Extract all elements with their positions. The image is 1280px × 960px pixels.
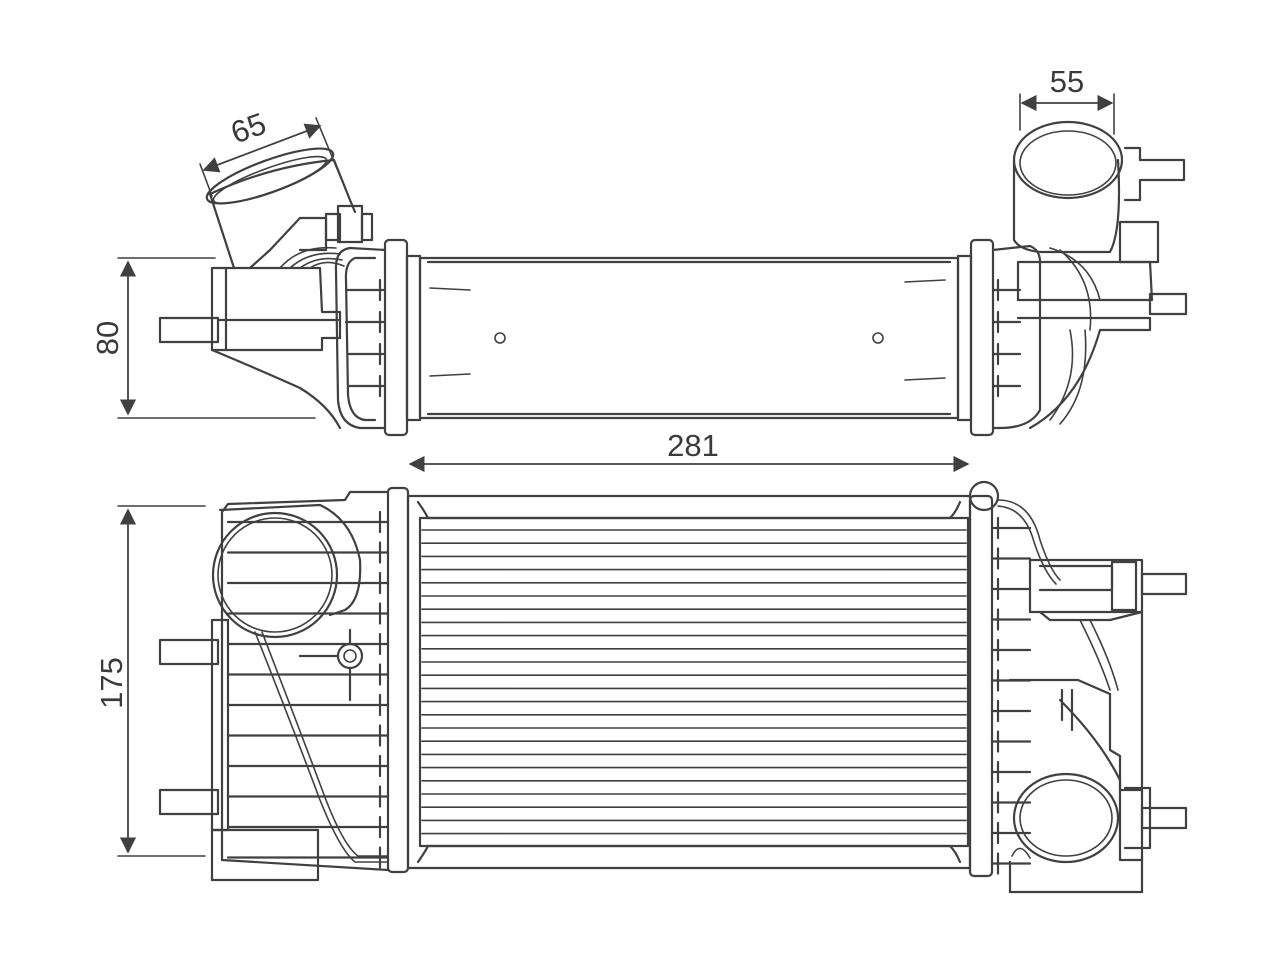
- dim-label-281: 281: [667, 428, 719, 463]
- dim-width: 281: [408, 428, 970, 473]
- dim-inlet: 55: [1019, 64, 1115, 135]
- dim-label-55: 55: [1050, 64, 1084, 99]
- top-core-body: [418, 256, 960, 420]
- dim-depth: 80: [90, 257, 316, 419]
- right-tank-ribs: [990, 516, 1032, 875]
- dim-outlet: 65: [199, 106, 351, 201]
- front-right-tank: [968, 480, 1188, 894]
- dim-height: 175: [94, 505, 206, 857]
- front-left-tank: [158, 486, 410, 882]
- dim-label-65: 65: [226, 106, 270, 151]
- left-tank-ribs: [226, 510, 390, 869]
- top-view: 65 55 80: [90, 64, 1188, 437]
- dim-label-80: 80: [90, 321, 125, 355]
- top-right-tank: [956, 120, 1188, 437]
- front-view: 281 175: [94, 428, 1188, 894]
- cooling-fins: [421, 529, 967, 835]
- front-core-body: [406, 494, 972, 870]
- dim-label-175: 175: [94, 657, 129, 709]
- top-left-tank: [158, 147, 422, 437]
